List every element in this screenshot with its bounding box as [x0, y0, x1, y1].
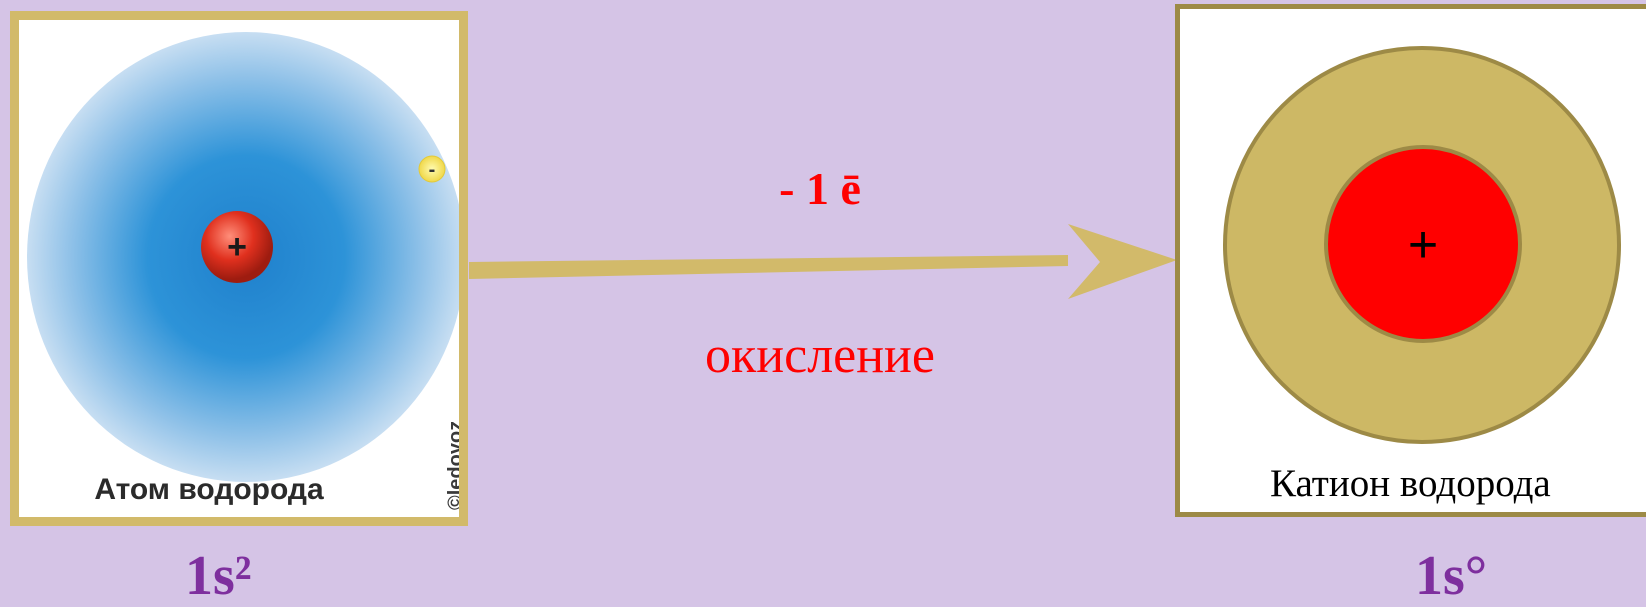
cation-electron-configuration: 1s°: [1415, 548, 1487, 604]
arrow-head: [1068, 224, 1177, 299]
oxidation-label: окисление: [640, 326, 1000, 385]
electron-loss-label: - 1 ē: [720, 162, 920, 215]
hydrogen-cation-panel: + Катион водорода: [1175, 4, 1646, 517]
atom-electron-configuration: 1s²: [185, 548, 252, 604]
arrow-shaft: [469, 255, 1068, 279]
cation-nucleus-sign: +: [1408, 216, 1438, 274]
hydrogen-cation-illustration: +: [1180, 9, 1646, 512]
cation-label: Катион водорода: [1270, 461, 1551, 506]
